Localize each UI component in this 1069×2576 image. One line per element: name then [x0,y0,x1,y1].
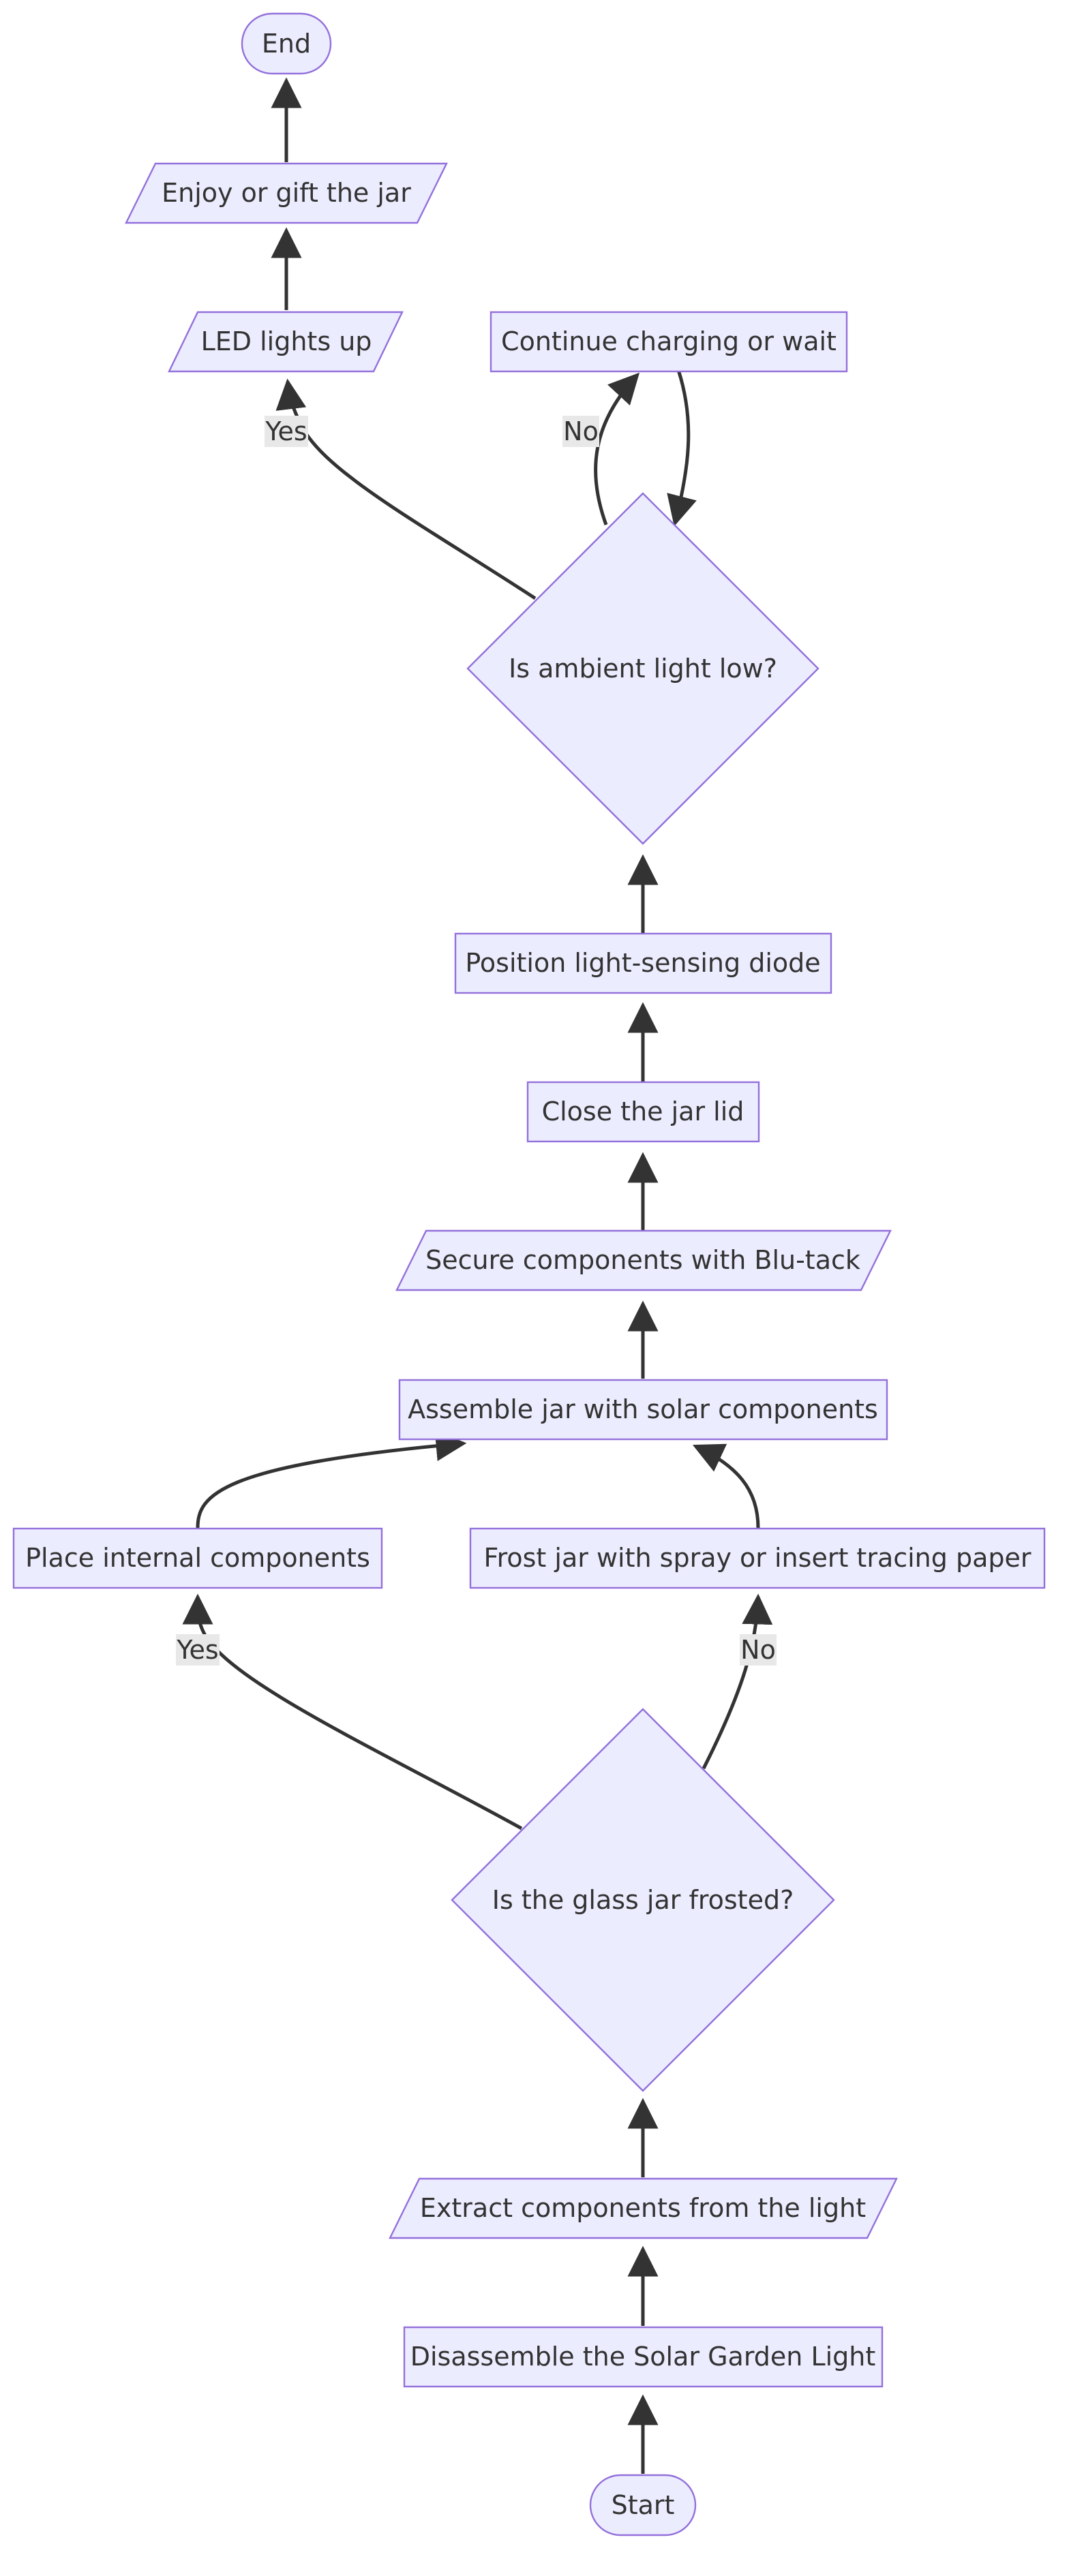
svg-text:No: No [740,1635,776,1665]
node-assemble-jar[interactable]: Assemble jar with solar components [398,1379,888,1441]
node-is-glass-jar-frosted[interactable]: Is the glass jar frosted? [451,1708,835,2092]
edge-place-internal-to-assemble [196,1430,467,1529]
svg-text:Place internal components: Place internal components [25,1543,370,1573]
edge-frosted-to-place-internal [182,1593,523,1830]
node-extract-components[interactable]: Extract components from the light [389,2177,898,2239]
svg-text:No: No [563,416,599,446]
edges [182,77,773,2474]
svg-text:Secure components with Blu-tac: Secure components with Blu-tack [425,1245,860,1275]
edge-labels: Yes No Yes No [176,416,777,1666]
edge-label-ambient-yes: Yes [265,416,308,447]
node-place-internal-components[interactable]: Place internal components [12,1527,383,1589]
svg-text:Continue charging or wait: Continue charging or wait [501,326,837,356]
node-frost-jar[interactable]: Frost jar with spray or insert tracing p… [469,1527,1046,1589]
node-close-jar-lid[interactable]: Close the jar lid [526,1081,760,1143]
svg-text:Close the jar lid: Close the jar lid [542,1097,744,1126]
node-disassemble[interactable]: Disassemble the Solar Garden Light [403,2326,884,2388]
svg-text:Enjoy or gift the jar: Enjoy or gift the jar [162,178,411,208]
node-start[interactable]: Start [589,2474,697,2536]
svg-text:Is the glass jar frosted?: Is the glass jar frosted? [492,1885,794,1915]
svg-text:Yes: Yes [265,416,307,446]
node-enjoy-or-gift[interactable]: Enjoy or gift the jar [125,162,448,224]
edge-frosted-to-frost-jar [702,1593,773,1770]
edge-label-ambient-no: No [562,416,599,447]
edge-label-frosted-yes: Yes [176,1634,220,1666]
node-continue-charging[interactable]: Continue charging or wait [490,311,848,373]
edge-ambient-to-continue-charging [594,372,640,525]
edge-frost-jar-to-assemble [692,1443,760,1529]
node-is-ambient-light-low[interactable]: Is ambient light low? [466,492,819,845]
svg-text:Position light-sensing diode: Position light-sensing diode [465,948,820,978]
svg-text:Is ambient light low?: Is ambient light low? [509,654,777,684]
svg-text:Frost jar with spray or insert: Frost jar with spray or insert tracing p… [484,1543,1032,1573]
svg-text:LED lights up: LED lights up [201,326,372,356]
node-secure-components[interactable]: Secure components with Blu-tack [395,1229,892,1291]
svg-text:Yes: Yes [176,1635,218,1665]
node-led-lights-up[interactable]: LED lights up [168,311,404,373]
svg-text:Disassemble the Solar Garden L: Disassemble the Solar Garden Light [410,2342,876,2372]
svg-text:Extract components from the li: Extract components from the light [420,2193,866,2223]
svg-text:Start: Start [612,2490,675,2520]
svg-text:Assemble jar with solar compon: Assemble jar with solar components [408,1394,878,1424]
edge-continue-charging-to-ambient [667,369,697,527]
edge-label-frosted-no: No [740,1634,777,1666]
node-position-diode[interactable]: Position light-sensing diode [454,932,832,994]
svg-text:End: End [262,29,311,59]
node-end[interactable]: End [241,12,332,75]
edge-ambient-to-led [275,378,537,600]
nodes: End Enjoy or gift the jar LED lights up … [12,12,1046,2536]
